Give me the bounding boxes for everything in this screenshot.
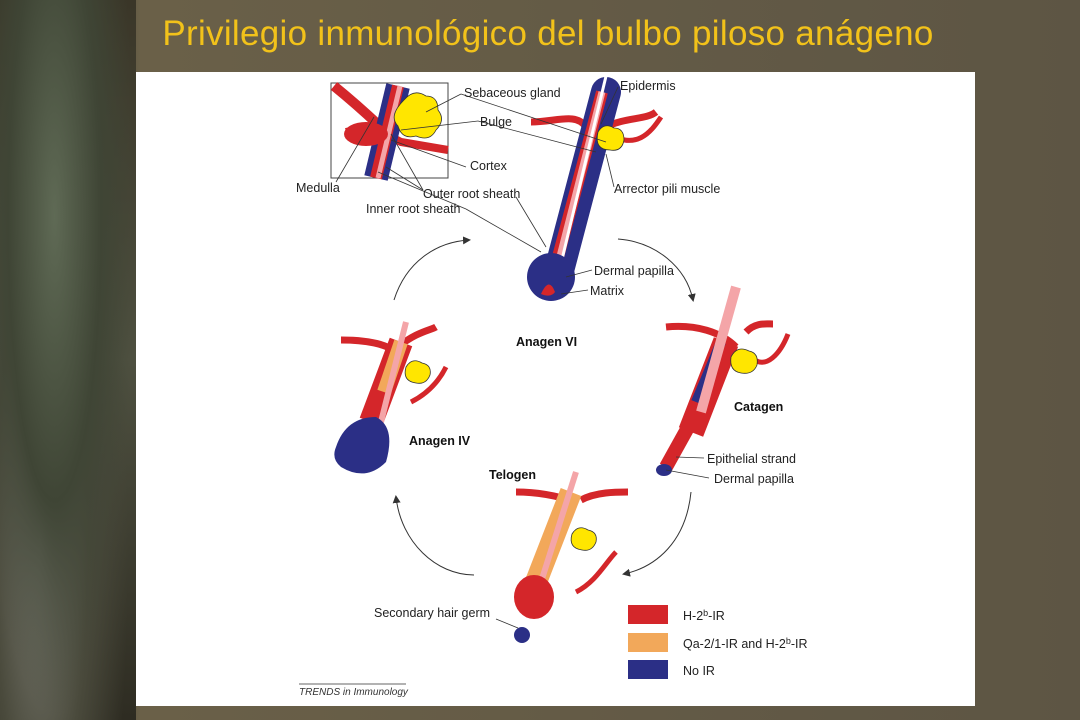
legend-swatch-orange: [628, 633, 668, 652]
leader-lines: [335, 86, 710, 629]
legend-item: Qa-2/1-IR and H-2b-IR: [628, 633, 808, 652]
label-matrix: Matrix: [590, 284, 625, 298]
label-medulla: Medulla: [296, 181, 340, 195]
inset-detail: [330, 82, 449, 181]
stage-anagen-vi: Anagen VI: [516, 335, 577, 349]
arrow-to-telogen: [622, 491, 692, 577]
figure-credit: TRENDS in Immunology: [299, 687, 409, 698]
structure-labels: Sebaceous gland Epidermis Bulge Cortex M…: [296, 79, 796, 620]
legend: H-2b-IR Qa-2/1-IR and H-2b-IR No IR: [628, 605, 808, 679]
arrow-to-anagen-vi: [393, 236, 471, 301]
label-arrector-pili: Arrector pili muscle: [614, 182, 720, 196]
label-epithelial-strand: Epithelial strand: [707, 452, 796, 466]
label-dermal-papilla-catagen: Dermal papilla: [714, 472, 794, 486]
arrow-to-anagen-iv: [392, 495, 475, 576]
page-title: Privilegio inmunológico del bulbo piloso…: [162, 14, 934, 53]
legend-item: No IR: [628, 660, 715, 679]
label-bulge: Bulge: [480, 115, 512, 129]
background-photo-texture: [0, 0, 136, 720]
legend-label: No IR: [683, 664, 715, 678]
telogen-follicle: [514, 471, 629, 643]
anagen-iv-follicle: [334, 321, 449, 474]
stage-catagen: Catagen: [734, 400, 783, 414]
label-outer-root-sheath: Outer root sheath: [423, 187, 520, 201]
label-inner-root-sheath: Inner root sheath: [366, 202, 461, 216]
hair-cycle-diagram-panel: Sebaceous gland Epidermis Bulge Cortex M…: [136, 72, 975, 706]
cycle-arrows: [392, 236, 696, 577]
stage-telogen: Telogen: [489, 468, 536, 482]
anagen-vi-follicle: [527, 72, 664, 301]
label-epidermis: Epidermis: [620, 79, 676, 93]
stage-labels: Anagen VI Catagen Telogen Anagen IV: [409, 335, 783, 482]
hair-cycle-diagram: Sebaceous gland Epidermis Bulge Cortex M…: [296, 72, 808, 698]
catagen-follicle: [656, 285, 791, 476]
legend-swatch-red: [628, 605, 668, 624]
arrow-to-catagen: [617, 238, 696, 302]
legend-label: H-2b-IR: [683, 608, 725, 623]
legend-item: H-2b-IR: [628, 605, 725, 624]
label-sebaceous-gland: Sebaceous gland: [464, 86, 561, 100]
label-cortex: Cortex: [470, 159, 508, 173]
stage-anagen-iv: Anagen IV: [409, 434, 471, 448]
legend-label: Qa-2/1-IR and H-2b-IR: [683, 636, 808, 651]
label-dermal-papilla-anagen: Dermal papilla: [594, 264, 674, 278]
label-secondary-hair-germ: Secondary hair germ: [374, 606, 490, 620]
legend-swatch-blue: [628, 660, 668, 679]
